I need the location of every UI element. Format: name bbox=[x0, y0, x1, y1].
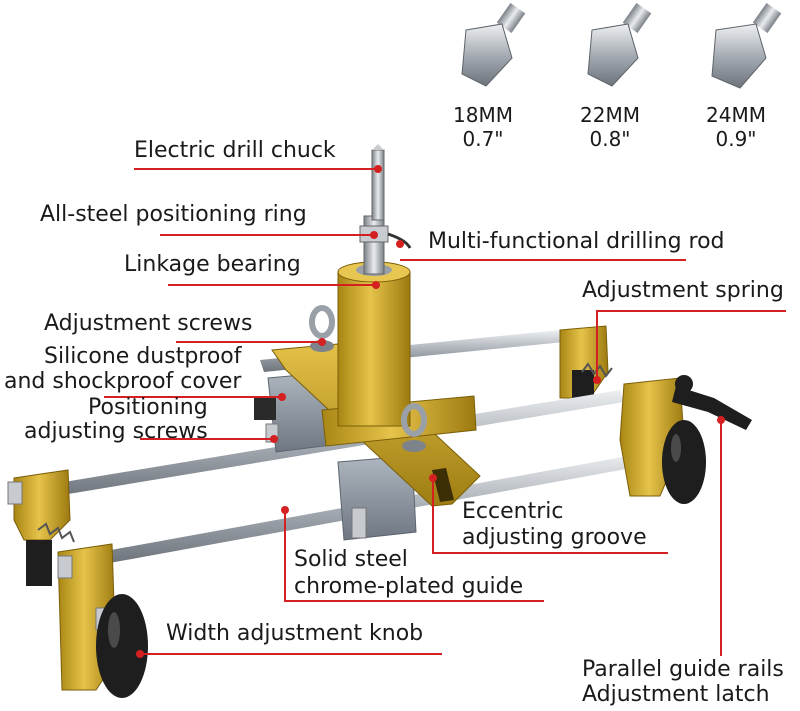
label-eccentric-groove-line2: adjusting groove bbox=[462, 525, 647, 550]
bit-size-mm: 18MM bbox=[453, 103, 513, 127]
drill-bit-18mm bbox=[461, 3, 526, 87]
leader-line bbox=[104, 396, 280, 398]
leader-line bbox=[140, 438, 274, 440]
bit-size-inch: 0.8" bbox=[589, 127, 631, 151]
bit-size-mm: 22MM bbox=[580, 103, 640, 127]
leader-dot bbox=[278, 393, 286, 401]
label-positioning-screws-line2: adjusting screws bbox=[24, 419, 208, 444]
leader-dot bbox=[717, 416, 725, 424]
leader-dot bbox=[429, 474, 437, 482]
leader-line bbox=[432, 478, 434, 554]
label-latch-line2: Adjustment latch bbox=[582, 682, 770, 707]
label-eccentric-groove-line1: Eccentric bbox=[462, 499, 564, 524]
bearing-cylinder bbox=[337, 261, 411, 427]
leader-dot bbox=[370, 231, 378, 239]
drill-bit-24mm bbox=[711, 3, 782, 89]
drilling-rod bbox=[359, 144, 412, 275]
leader-dot bbox=[318, 338, 326, 346]
leader-line bbox=[134, 168, 378, 170]
bit-caption-18mm: 18MM 0.7" bbox=[438, 103, 528, 151]
bit-caption-22mm: 22MM 0.8" bbox=[565, 103, 655, 151]
label-positioning-screws-line1: Positioning bbox=[88, 395, 208, 420]
leader-dot bbox=[136, 650, 144, 658]
leader-line bbox=[284, 510, 286, 602]
eye-bolt-bases bbox=[310, 340, 426, 452]
bit-size-inch: 0.7" bbox=[462, 127, 504, 151]
leader-dot bbox=[270, 435, 278, 443]
bit-size-inch: 0.9" bbox=[715, 127, 757, 151]
leader-line bbox=[140, 653, 442, 655]
label-silicone-cover-line2: and shockproof cover bbox=[4, 369, 242, 394]
label-width-knob: Width adjustment knob bbox=[166, 621, 424, 646]
width-knob bbox=[95, 594, 148, 698]
bit-caption-24mm: 24MM 0.9" bbox=[691, 103, 781, 151]
label-linkage-bearing: Linkage bearing bbox=[124, 252, 301, 277]
bit-size-mm: 24MM bbox=[706, 103, 766, 127]
leader-dot bbox=[281, 506, 289, 514]
leader-line bbox=[160, 234, 372, 236]
leader-line bbox=[168, 284, 374, 286]
leader-line bbox=[400, 259, 686, 261]
drill-bit-22mm bbox=[587, 3, 652, 87]
leader-line bbox=[176, 341, 322, 343]
leader-dot bbox=[396, 240, 404, 248]
leader-line bbox=[432, 552, 668, 554]
label-positioning-ring: All-steel positioning ring bbox=[40, 202, 307, 227]
label-silicone-cover-line1: Silicone dustproof bbox=[44, 344, 242, 369]
leader-line bbox=[596, 310, 786, 312]
label-drilling-rod: Multi-functional drilling rod bbox=[428, 229, 725, 254]
leader-line bbox=[720, 420, 722, 656]
leader-dot bbox=[593, 376, 601, 384]
label-electric-drill-chuck: Electric drill chuck bbox=[134, 138, 336, 163]
eye-bolts bbox=[309, 305, 427, 437]
label-adjustment-spring: Adjustment spring bbox=[582, 278, 784, 303]
leader-line bbox=[284, 600, 544, 602]
label-latch-line1: Parallel guide rails bbox=[582, 657, 784, 682]
lower-pin bbox=[351, 507, 367, 539]
leader-dot bbox=[372, 281, 380, 289]
leader-dot bbox=[374, 165, 382, 173]
leader-line bbox=[596, 310, 598, 380]
label-solid-steel-guide-line1: Solid steel bbox=[294, 547, 408, 572]
label-adjustment-screws: Adjustment screws bbox=[44, 311, 253, 336]
label-solid-steel-guide-line2: chrome-plated guide bbox=[294, 574, 524, 599]
right-clamp bbox=[619, 375, 752, 504]
